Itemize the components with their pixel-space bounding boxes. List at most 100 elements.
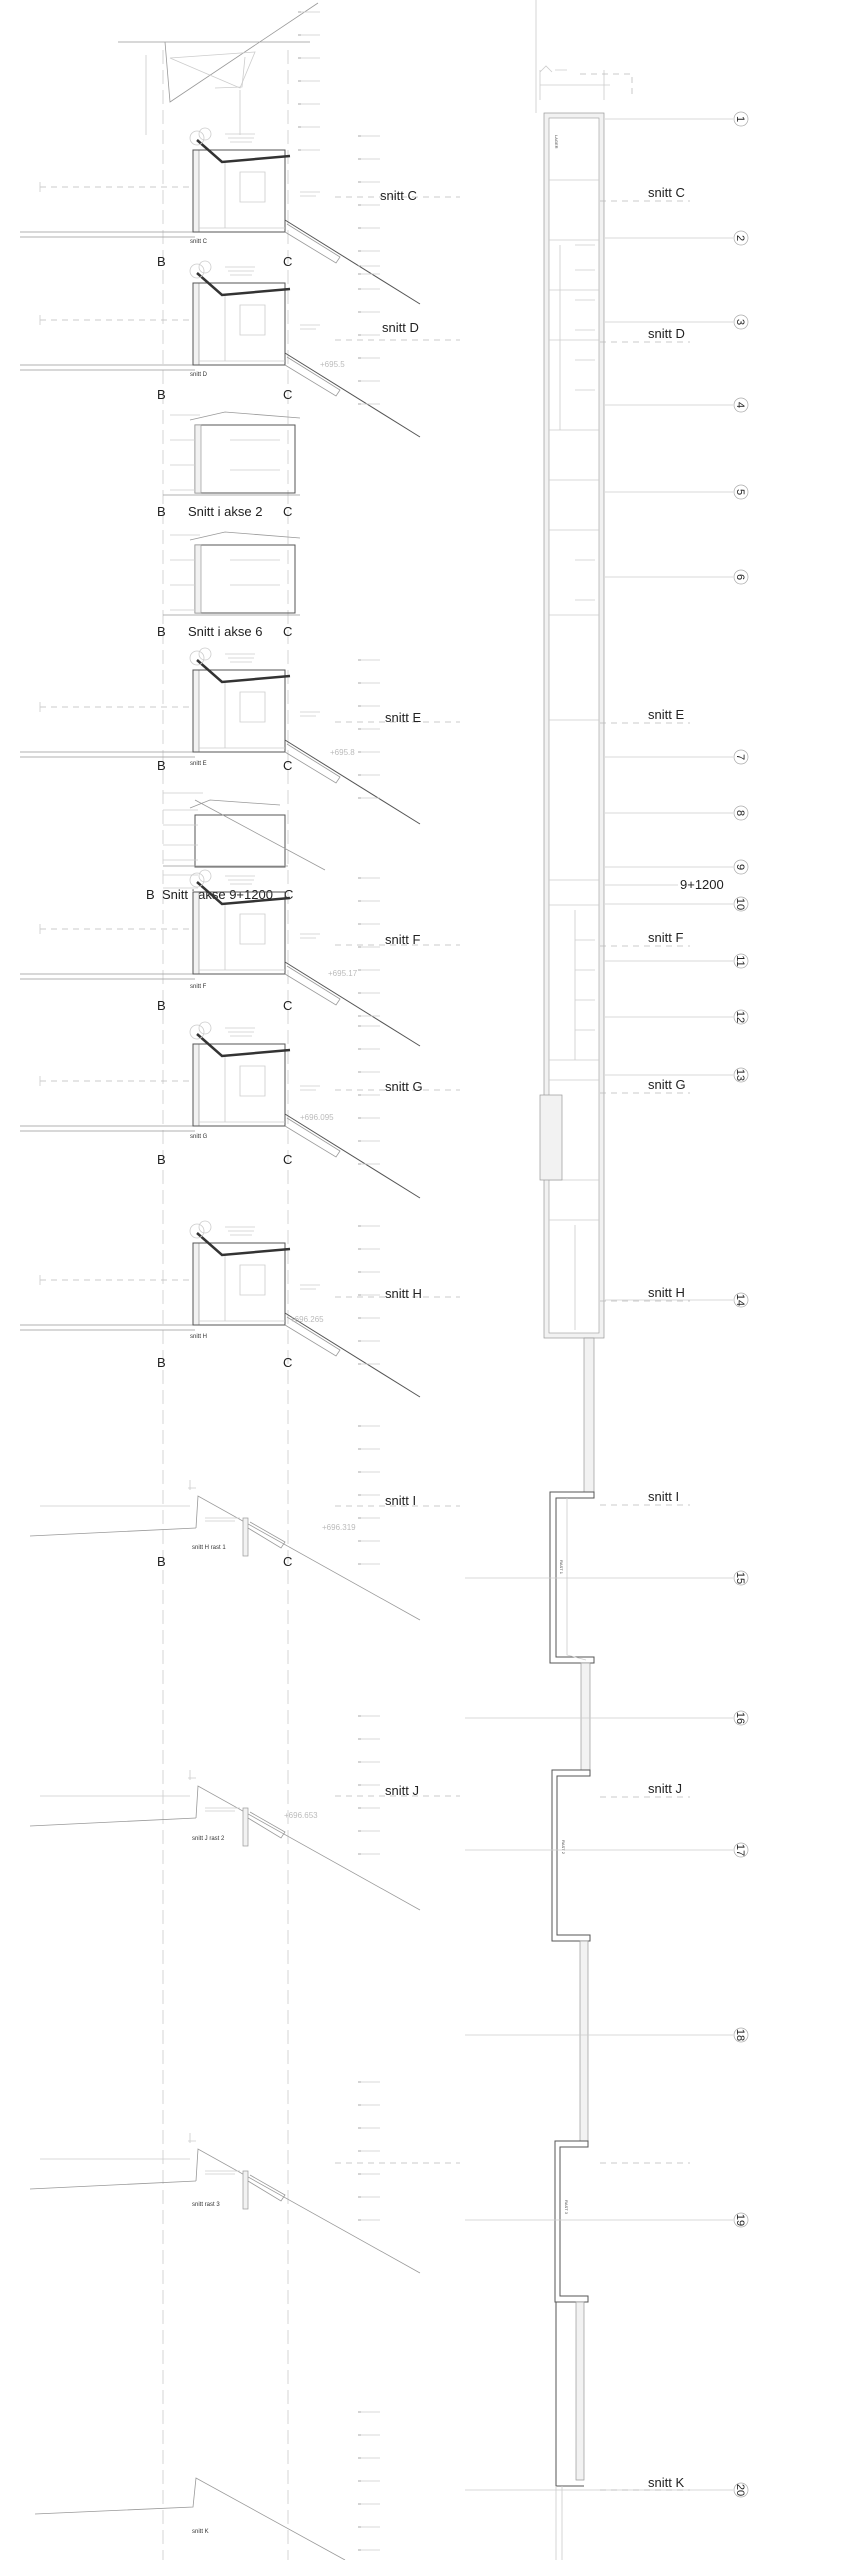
room-label: RAST 1 <box>559 1560 564 1575</box>
grid-label-c: C <box>283 758 292 773</box>
grid-label-c: C <box>283 504 292 519</box>
grid-label-c: C <box>283 998 292 1013</box>
elevation-label: +696.653 <box>284 1811 318 1820</box>
axis-label: 12 <box>734 1011 746 1023</box>
grid-label-b: B <box>157 1355 166 1370</box>
axis-label: 3 <box>734 319 746 325</box>
axis-label: 9 <box>734 864 746 870</box>
section-mark-d: snitt D <box>648 326 685 341</box>
axis-bubble <box>733 569 749 585</box>
grid-label-b: B <box>157 254 166 269</box>
axis-label: 19 <box>734 2214 746 2226</box>
section-mark-j: snitt J <box>648 1781 682 1796</box>
axis-bubble <box>733 2482 749 2498</box>
section-caption: Snitt i akse 2 <box>188 504 262 519</box>
section-caption: Snitt i akse 6 <box>188 624 262 639</box>
axis-label: 20 <box>734 2484 746 2496</box>
grid-label-b: B <box>157 758 166 773</box>
section-f: snitt F snitt F +695.17 B C <box>18 868 460 1048</box>
grid-label-b: B <box>157 1554 166 1569</box>
section-caption: snitt E <box>190 761 207 767</box>
grid-label-b: B <box>157 1152 166 1167</box>
section-title: snitt G <box>385 1079 423 1094</box>
axis-label: 4 <box>734 402 746 408</box>
section-axis-6: B Snitt i akse 6 C <box>157 531 301 639</box>
elevation-label: +696.319 <box>322 1523 356 1532</box>
axis-bubble <box>733 484 749 500</box>
axis-bubble <box>733 2212 749 2228</box>
section-title: snitt F <box>385 932 420 947</box>
section-caption: snitt C <box>190 239 208 245</box>
grid-label-c: C <box>284 887 293 902</box>
room-label: LAGER <box>554 135 559 149</box>
grid-label-c: C <box>283 1152 292 1167</box>
section-title: snitt I <box>385 1493 416 1508</box>
grid-label-c: C <box>283 624 292 639</box>
section-h: snitt H snitt H +696.265 B C <box>18 1219 460 1399</box>
grid-label-b: B <box>157 504 166 519</box>
axis-bubble <box>733 314 749 330</box>
section-caption: snitt H <box>190 1334 207 1340</box>
section-mark-c: snitt C <box>648 185 685 200</box>
section-title: snitt E <box>385 710 421 725</box>
axis-label: 14 <box>734 1294 746 1306</box>
grid-label-c: C <box>283 1554 292 1569</box>
section-caption: snitt G <box>190 1134 208 1140</box>
elevation-label: +696.265 <box>290 1315 324 1324</box>
axis-bubble <box>733 749 749 765</box>
axis-bubble <box>733 1710 749 1726</box>
axis-label: 17 <box>734 1844 746 1856</box>
axis-label: 6 <box>734 574 746 580</box>
section-i: snitt I snitt H rast 1 +696.319 B C <box>29 1425 460 1621</box>
section-g: snitt G snitt G +696.095 B C <box>18 1020 460 1200</box>
section-mark-e: snitt E <box>648 707 684 722</box>
axis-label: 15 <box>734 1572 746 1584</box>
axis-label: 16 <box>734 1712 746 1724</box>
room-label: RAST 2 <box>561 1840 566 1855</box>
section-caption: snitt J rast 2 <box>192 1836 225 1842</box>
section-mark-k: snitt K <box>648 2475 684 2490</box>
axis-label: 8 <box>734 810 746 816</box>
section-caption: snitt D <box>190 372 208 378</box>
axis-label: 13 <box>734 1069 746 1081</box>
grid-label-b: B <box>157 998 166 1013</box>
axis-bubble <box>733 1292 749 1308</box>
axis-bubble <box>733 896 749 912</box>
axis-label: 11 <box>734 955 746 966</box>
section-caption: snitt F <box>190 984 207 990</box>
top-detail <box>118 2 321 151</box>
grid-label-c: C <box>283 1355 292 1370</box>
grid-label-b: B <box>146 887 155 902</box>
axis-bubble <box>733 1842 749 1858</box>
axis-bubble <box>733 805 749 821</box>
section-c: snitt C snitt C B C <box>18 126 460 306</box>
axis-bubble <box>733 2027 749 2043</box>
section-axis-2: B Snitt i akse 2 C <box>157 411 301 519</box>
axis-label: 1 <box>734 116 746 122</box>
section-axis-9-1200: B Snitt i akse 9+1200 C <box>146 792 326 902</box>
grid-label-b: B <box>157 387 166 402</box>
section-mark-i: snitt I <box>648 1489 679 1504</box>
section-mark-f: snitt F <box>648 930 683 945</box>
plan-section-marks: snitt C snitt D snitt E snitt F snitt G … <box>600 185 690 2491</box>
axis-label: 5 <box>734 489 746 495</box>
axis-label: 18 <box>734 2029 746 2041</box>
axis-label: 2 <box>734 235 746 241</box>
axis-bubble <box>733 953 749 969</box>
elevation-label: +696.095 <box>300 1113 334 1122</box>
section-title: snitt D <box>382 320 419 335</box>
section-title: snitt H <box>385 1286 422 1301</box>
section-mark-h: snitt H <box>648 1285 685 1300</box>
axis-bubble <box>733 397 749 413</box>
section-title: snitt C <box>380 188 417 203</box>
section-caption: Snitt i akse 9+1200 <box>162 887 273 902</box>
section-caption: snitt H rast 1 <box>192 1545 226 1551</box>
axis-label-9-1200: 9+1200 <box>680 877 724 892</box>
axis-bubble <box>733 1067 749 1083</box>
grid-label-c: C <box>283 254 292 269</box>
section-title: snitt J <box>385 1783 419 1798</box>
elevation-label: +695.17 <box>328 969 358 978</box>
section-mark-g: snitt G <box>648 1077 686 1092</box>
